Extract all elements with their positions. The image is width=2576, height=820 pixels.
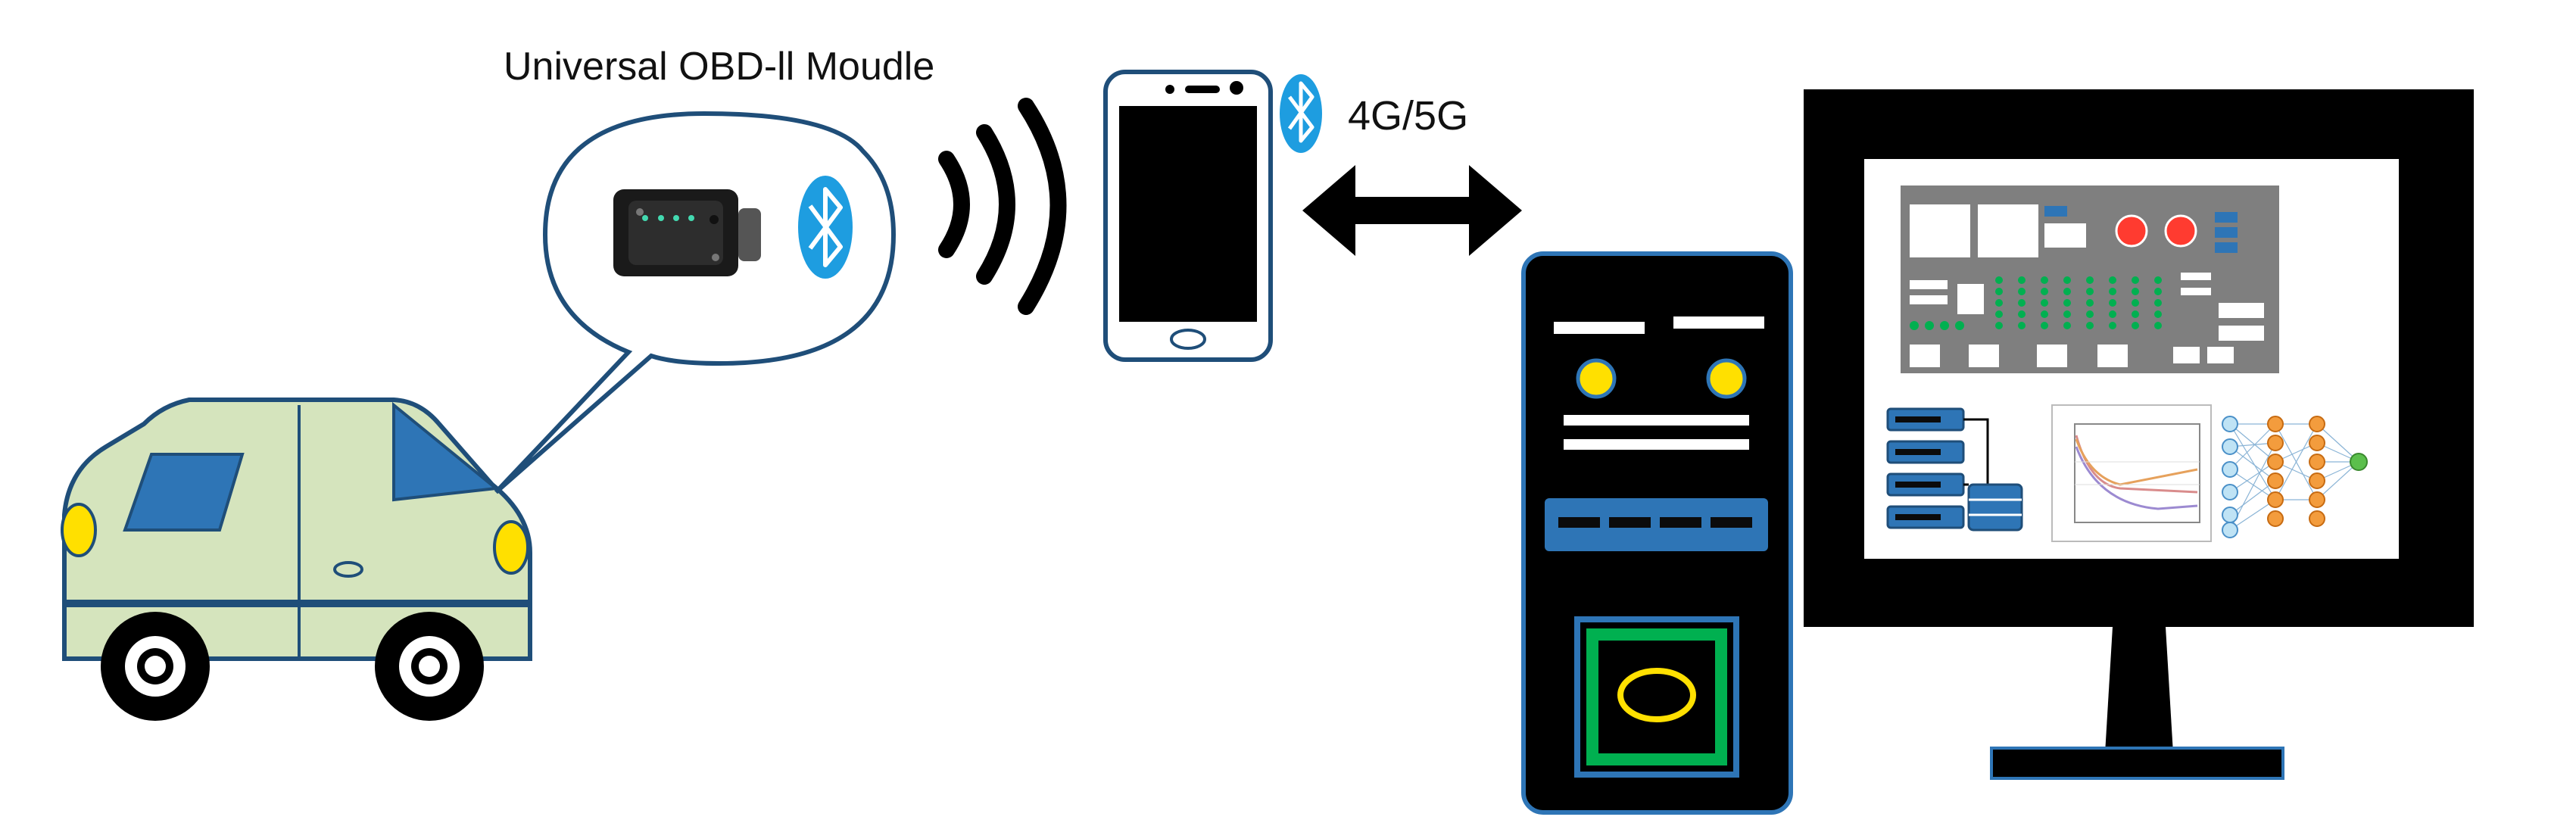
bluetooth-icon <box>798 176 853 279</box>
smartphone-icon <box>1103 70 1273 362</box>
speech-bubble-icon <box>494 111 897 494</box>
neural-network-icon <box>2222 416 2368 538</box>
line-chart-icon <box>2051 404 2212 542</box>
dashboard-screenshot <box>1901 186 2279 373</box>
wireless-signal-icon <box>938 98 1067 315</box>
obd-module-label: Universal OBD-ll Moudle <box>504 45 935 89</box>
database-stack-icon <box>1886 407 2023 532</box>
server-tower-icon <box>1521 251 1793 815</box>
car-icon <box>61 398 532 721</box>
obd-device-icon <box>613 189 761 276</box>
wheel-icon <box>101 612 210 721</box>
double-arrow-icon <box>1302 165 1522 256</box>
bluetooth-icon <box>1280 74 1322 153</box>
network-label: 4G/5G <box>1348 93 1469 139</box>
wheel-icon <box>375 612 484 721</box>
